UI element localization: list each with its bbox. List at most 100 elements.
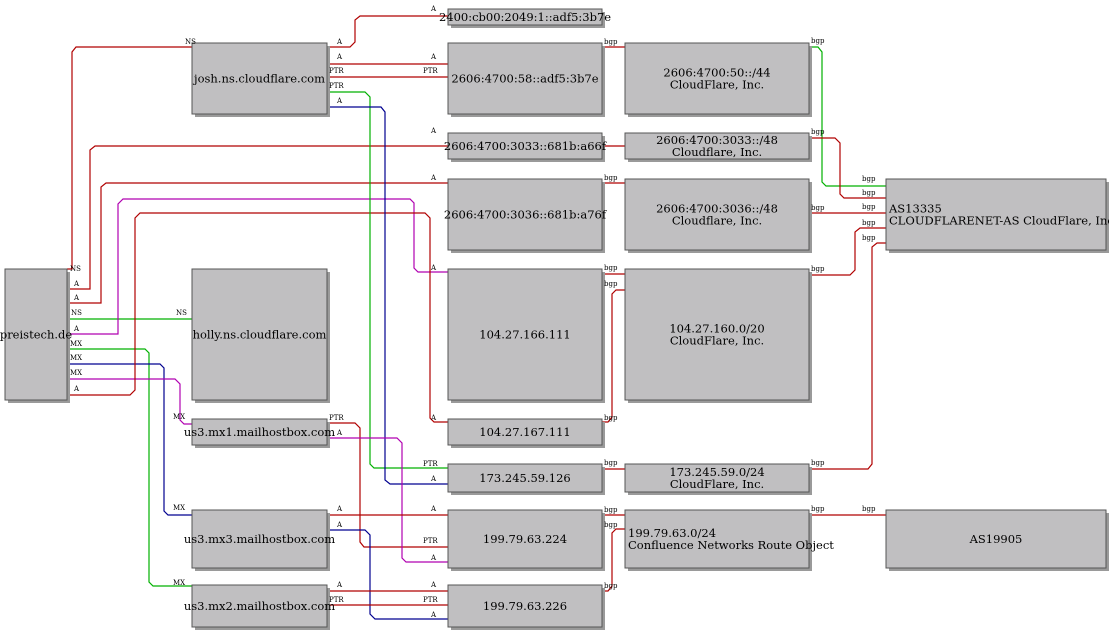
node-as19905[interactable]: AS19905 bbox=[885, 509, 1109, 571]
edge-label-to-mx1-224-a: A bbox=[430, 554, 437, 562]
edge-label-from-ip3036-pfx3036-bgp: bgp bbox=[604, 174, 618, 182]
node-box bbox=[624, 268, 810, 401]
node-box bbox=[191, 42, 328, 115]
node-holly[interactable]: holly.ns.cloudflare.com bbox=[191, 268, 330, 403]
node-box bbox=[447, 178, 603, 251]
node-label-ip-3036-0: 2606:4700:3036::681b:a76f bbox=[444, 208, 607, 222]
node-ip-3033[interactable]: 2606:4700:3033::681b:a66f bbox=[444, 132, 607, 162]
node-label-ip-167-0: 104.27.167.111 bbox=[479, 425, 570, 439]
node-label-ip-58-0: 2606:4700:58::adf5:3b7e bbox=[451, 72, 598, 86]
node-box bbox=[191, 584, 328, 628]
node-box bbox=[885, 509, 1107, 569]
edge-label-from-mx2-226-a: A bbox=[336, 581, 343, 589]
node-box bbox=[447, 463, 603, 493]
node-label-preistech-0: preistech.de bbox=[0, 328, 72, 342]
node-preistech[interactable]: preistech.de bbox=[0, 268, 72, 403]
node-label-ip-226-0: 199.79.63.226 bbox=[483, 599, 567, 613]
edge-ip226-pfx199-bgp bbox=[602, 528, 625, 592]
node-label-holly-0: holly.ns.cloudflare.com bbox=[193, 328, 327, 342]
node-ip-173[interactable]: 173.245.59.126 bbox=[447, 463, 605, 495]
nodes-layer: preistech.de josh.ns.cloudflare.com holly.… bbox=[0, 8, 1109, 630]
node-label-mx2-0: us3.mx2.mailhostbox.com bbox=[184, 599, 335, 613]
node-label-ip-3033-0: 2606:4700:3033::681b:a66f bbox=[444, 139, 607, 153]
edge-preistech-mx2-mx bbox=[67, 363, 192, 516]
node-label-pfx-50-1: CloudFlare, Inc. bbox=[670, 78, 764, 92]
node-ip-2400[interactable]: 2400:cb00:2049:1::adf5:3b7e bbox=[439, 8, 611, 28]
node-label-pfx-104-1: CloudFlare, Inc. bbox=[670, 334, 764, 348]
node-ip-166[interactable]: 104.27.166.111 bbox=[447, 268, 605, 403]
edge-label-from-mx1-224-ptr: PTR bbox=[329, 414, 344, 422]
edge-label-to-preistech-holly-ns: NS bbox=[176, 309, 187, 317]
node-box bbox=[624, 463, 810, 493]
node-box bbox=[624, 42, 810, 115]
edge-label-to-preistech-3033-a: A bbox=[430, 127, 437, 135]
edges-layer bbox=[67, 15, 886, 620]
node-label-pfx-173-1: CloudFlare, Inc. bbox=[670, 477, 764, 491]
edge-label-to-mx3-226-a: A bbox=[430, 611, 437, 619]
node-label-pfx-3036-0: 2606:4700:3036::/48 bbox=[656, 202, 778, 216]
node-box bbox=[191, 509, 328, 569]
edge-label-to-josh-58-ptr: PTR bbox=[423, 67, 438, 75]
node-josh[interactable]: josh.ns.cloudflare.com bbox=[191, 42, 330, 117]
node-label-pfx-199-1: Confluence Networks Route Object bbox=[628, 538, 834, 552]
node-ip-58[interactable]: 2606:4700:58::adf5:3b7e bbox=[447, 42, 605, 117]
edge-preistech-mx1-mx bbox=[67, 378, 192, 425]
node-box bbox=[4, 268, 68, 401]
edge-label-from-pfx173-as13335-bgp: bgp bbox=[811, 459, 825, 467]
edge-label-to-josh-58-a: A bbox=[430, 53, 437, 61]
edge-label-to-preistech-mx2-mx: MX bbox=[173, 504, 185, 512]
edge-label-to-preistech-josh-ns: NS bbox=[185, 38, 196, 46]
edge-label-to-preistech-mx1-mx: MX bbox=[173, 413, 185, 421]
node-ip-224[interactable]: 199.79.63.224 bbox=[447, 509, 605, 571]
node-box bbox=[447, 132, 603, 160]
node-label-ip-173-0: 173.245.59.126 bbox=[479, 471, 570, 485]
node-label-pfx-50-0: 2606:4700:50::/44 bbox=[663, 66, 770, 80]
edge-label-to-preistech-mx3-mx: MX bbox=[173, 579, 185, 587]
node-ip-167[interactable]: 104.27.167.111 bbox=[447, 418, 605, 448]
edge-label-from-preistech-166-a: A bbox=[73, 325, 80, 333]
edge-label-from-ip167-pfx104-bgp: bgp bbox=[604, 414, 618, 422]
node-label-ip-2400-0: 2400:cb00:2049:1::adf5:3b7e bbox=[439, 10, 611, 24]
edge-label-from-ip173-pfx173-bgp: bgp bbox=[604, 459, 618, 467]
edge-mx1-224-a bbox=[327, 437, 448, 563]
edge-label-to-preistech-166-a: A bbox=[430, 264, 437, 272]
edge-josh-173-a bbox=[327, 106, 448, 485]
node-label-ip-224-0: 199.79.63.224 bbox=[483, 532, 567, 546]
edge-label-from-preistech-holly-ns: NS bbox=[71, 309, 82, 317]
edge-label-to-josh-2400-a: A bbox=[430, 5, 437, 13]
edge-pfx173-as13335-bgp bbox=[809, 242, 886, 470]
edge-label-to-josh-173-a: A bbox=[430, 475, 437, 483]
edge-label-to-pfx3033-as13335-bgp: bgp bbox=[862, 189, 876, 197]
edge-label-from-josh-173-a: A bbox=[336, 97, 343, 105]
edge-label-from-mx3-224-a: A bbox=[336, 505, 343, 513]
edge-label-to-ip167-pfx104-bgp: bgp bbox=[604, 280, 618, 288]
edge-label-from-mx1-224-a: A bbox=[336, 429, 343, 437]
node-label-ip-166-0: 104.27.166.111 bbox=[479, 328, 570, 342]
edge-label-from-josh-58-a: A bbox=[336, 53, 343, 61]
edge-label-to-josh-173-ptr: PTR bbox=[423, 460, 438, 468]
node-box bbox=[447, 418, 603, 446]
edge-pfx50-as13335-bgp bbox=[809, 46, 886, 187]
edge-label-from-pfx104-as13335-bgp: bgp bbox=[811, 265, 825, 273]
edge-label-from-pfx50-as13335-bgp: bgp bbox=[811, 37, 825, 45]
node-box bbox=[191, 418, 328, 446]
node-mx1[interactable]: us3.mx1.mailhostbox.com bbox=[184, 418, 335, 448]
node-ip-226[interactable]: 199.79.63.226 bbox=[447, 584, 605, 630]
edge-josh-2400-a bbox=[327, 15, 448, 48]
node-mx2[interactable]: us3.mx2.mailhostbox.com bbox=[184, 584, 335, 630]
node-label-as13335-0: AS13335 bbox=[888, 202, 942, 216]
node-ip-3036[interactable]: 2606:4700:3036::681b:a76f bbox=[444, 178, 607, 253]
edge-label-to-ip226-pfx199-bgp: bgp bbox=[604, 521, 618, 529]
edge-label-from-preistech-3033-a: A bbox=[73, 280, 80, 288]
edge-label-from-preistech-167-a: A bbox=[73, 385, 80, 393]
node-mx3[interactable]: us3.mx3.mailhostbox.com bbox=[184, 509, 335, 571]
edge-label-from-preistech-mx1-mx: MX bbox=[70, 369, 82, 377]
